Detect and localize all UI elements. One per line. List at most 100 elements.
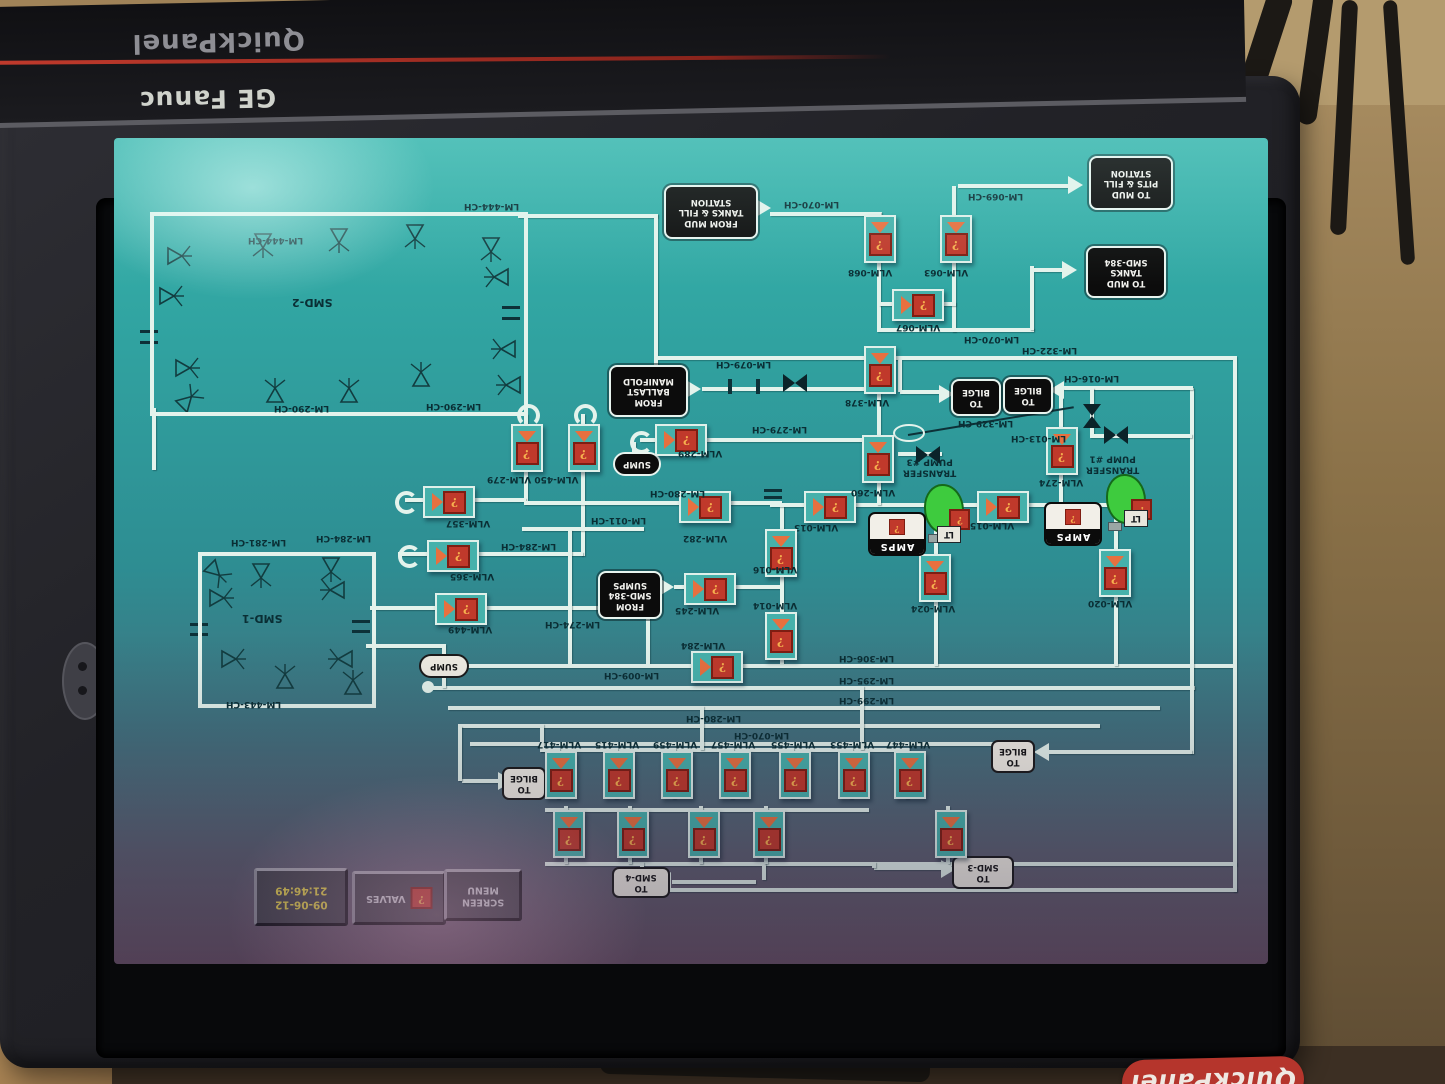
valve-label: VLM-415 — [595, 738, 640, 749]
valve-unlabeled[interactable]: ? — [617, 810, 649, 858]
lt-indicator[interactable]: LT — [937, 526, 961, 543]
valve-triangle-icon — [432, 493, 443, 511]
flow-arrow-icon — [1034, 743, 1049, 761]
valve-triangle-icon — [869, 442, 887, 453]
instrument-bubble — [893, 424, 925, 442]
valve-triangle-icon — [772, 619, 790, 630]
brand-quickpanel: QuickPanel — [131, 24, 306, 59]
destination-label-box: FROM BALLAST MANIFOLD — [609, 365, 688, 417]
touch-button-valve[interactable]: ?VALVES — [352, 871, 446, 925]
valve-actuator-icon: ? — [621, 828, 645, 851]
tank-region-smd-2 — [150, 212, 528, 416]
valve-VLM-455[interactable]: ? — [779, 751, 811, 799]
pipe-segment — [448, 706, 1160, 710]
valve-actuator-icon: ? — [757, 828, 781, 851]
line-label: LM-280-CH — [686, 712, 742, 723]
valve-triangle-icon — [871, 353, 889, 364]
valve-unlabeled[interactable]: ? — [553, 810, 585, 858]
valve-actuator-icon: ? — [868, 364, 892, 387]
valve-actuator-icon: ? — [842, 769, 866, 792]
valve-VLM-415[interactable]: ? — [603, 751, 635, 799]
line-label: LM-280-CH — [650, 487, 706, 498]
touch-button-menu[interactable]: SCREEN MENU — [444, 869, 522, 921]
valve-VLM-449[interactable]: ? — [435, 593, 487, 625]
valve-actuator-icon: ? — [898, 769, 922, 792]
valve-VLM-447[interactable]: ? — [894, 751, 926, 799]
valve-VLM-063[interactable]: ? — [940, 215, 972, 263]
valve-actuator-icon: ? — [997, 495, 1020, 519]
pipe-node-dot — [422, 681, 434, 693]
valve-VLM-450 VLM-279[interactable]: ? — [568, 424, 600, 472]
line-label: LM-284-CH — [316, 532, 372, 543]
valve-VLM-260[interactable]: ? — [862, 435, 894, 483]
line-label: LM-329-CH — [958, 417, 1014, 428]
valve-VLM-013[interactable]: ? — [804, 491, 856, 523]
valve-unlabeled[interactable]: ? — [511, 424, 543, 472]
valve-VLM-357[interactable]: ? — [423, 486, 475, 518]
valve-label: VLM-024 — [911, 602, 956, 613]
flow-arrow-icon — [1068, 176, 1083, 194]
pipe-tick-mark — [756, 379, 760, 394]
pipe-end-cap — [398, 545, 421, 568]
line-label: LM-299-CH — [839, 694, 895, 705]
amps-icon: ? — [1065, 509, 1081, 525]
valve-VLM-067[interactable]: ? — [892, 289, 944, 321]
valve-actuator-icon: ? — [692, 828, 716, 851]
valve-triangle-icon — [926, 561, 944, 572]
pipe-segment — [872, 862, 876, 868]
valve-triangle-icon — [871, 222, 889, 233]
amps-meter[interactable]: AMPS? — [1044, 502, 1102, 546]
valve-VLM-245[interactable]: ? — [684, 573, 736, 605]
valve-triangle-icon — [786, 758, 804, 769]
valve-label: VLM-289 — [678, 447, 723, 458]
valve-unlabeled[interactable]: ? — [753, 810, 785, 858]
pipe-segment — [568, 530, 572, 666]
valve-actuator-icon: ? — [824, 495, 847, 519]
valve-unlabeled[interactable]: ? — [935, 810, 967, 858]
valve-VLM-459[interactable]: ? — [661, 751, 693, 799]
pipe-segment — [518, 214, 658, 218]
destination-label-box-light: TO BILGE — [502, 767, 546, 800]
valve-label: VLM-245 — [675, 604, 720, 615]
valve-VLM-453[interactable]: ? — [838, 751, 870, 799]
valve-label: VLM-459 — [653, 738, 698, 749]
pipe-segment — [152, 408, 156, 470]
valve-actuator-icon: ? — [868, 233, 892, 256]
valve-VLM-284[interactable]: ? — [691, 651, 743, 683]
destination-label-box: TO MUD PITS & FILL STATION — [1089, 156, 1173, 210]
valve-triangle-icon — [813, 498, 824, 516]
pipe-segment — [900, 390, 940, 394]
valve-actuator-icon: ? — [944, 233, 968, 256]
valve-triangle-icon — [688, 498, 699, 516]
valve-label: VLM-447 — [886, 738, 931, 749]
valve-triangle-icon — [901, 758, 919, 769]
valve-triangle-icon — [624, 817, 642, 828]
valve-actuator-icon: ? — [783, 769, 807, 792]
valve-VLM-068[interactable]: ? — [864, 215, 896, 263]
valve-VLM-020[interactable]: ? — [1099, 549, 1131, 597]
valve-unlabeled[interactable]: ? — [688, 810, 720, 858]
valve-label: VLM-063 — [924, 266, 969, 277]
valve-actuator-icon: ? — [711, 655, 734, 679]
valve-label: VLM-274 — [1039, 476, 1084, 487]
valve-actuator-icon: ? — [704, 577, 727, 601]
valve-actuator-icon: ? — [939, 828, 963, 851]
valve-VLM-417[interactable]: ? — [545, 751, 577, 799]
pipe-segment — [770, 503, 804, 507]
valve-actuator-icon: ? — [557, 828, 581, 851]
valve-triangle-icon — [518, 431, 536, 442]
lt-indicator[interactable]: LT — [1124, 510, 1148, 527]
amps-meter[interactable]: AMPS? — [868, 512, 926, 556]
pipe-segment — [1049, 750, 1192, 754]
valve-VLM-365[interactable]: ? — [427, 540, 479, 572]
destination-label-box-light: TO SMD-3 — [952, 856, 1014, 889]
valve-VLM-014[interactable]: ? — [765, 612, 797, 660]
mount-hole — [78, 686, 87, 695]
valve-VLM-457[interactable]: ? — [719, 751, 751, 799]
touch-button-clock[interactable]: 09-06-12 21:46:49 — [254, 868, 348, 926]
valve-VLM-024[interactable]: ? — [919, 554, 951, 602]
pipe-segment — [366, 644, 444, 648]
datetime-text: 09-06-12 21:46:49 — [274, 885, 328, 911]
valve-VLM-378[interactable]: ? — [864, 346, 896, 394]
